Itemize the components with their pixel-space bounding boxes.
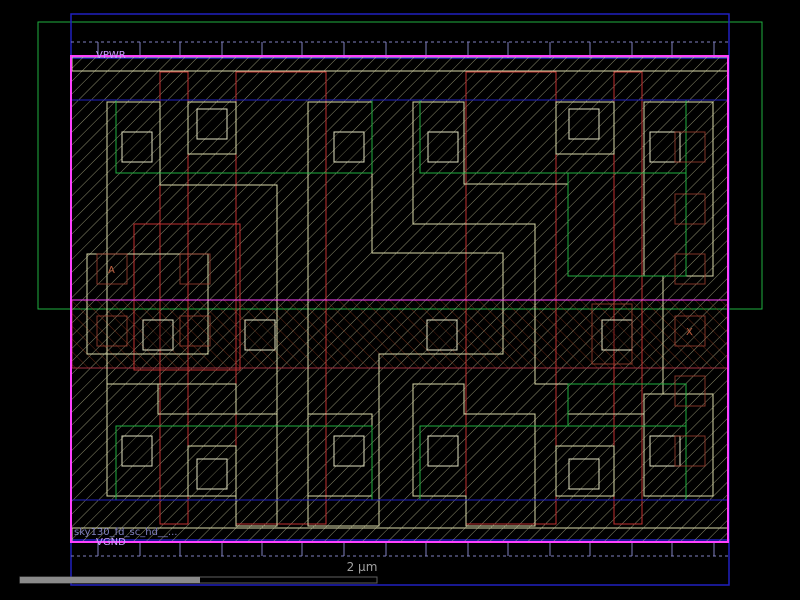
cell-boundary bbox=[70, 55, 729, 543]
pin-a-label: A bbox=[108, 265, 115, 276]
vgnd-label: VGND bbox=[96, 537, 126, 548]
pin-x-label: X bbox=[686, 327, 693, 338]
poly-gates bbox=[133, 71, 643, 525]
pin-boxes bbox=[96, 131, 706, 467]
scale-bar bbox=[20, 577, 200, 583]
vpwr-label: VPWR bbox=[96, 50, 126, 61]
poly-band bbox=[72, 300, 728, 368]
contacts bbox=[121, 108, 681, 490]
scale-bar-label: 2 µm bbox=[347, 560, 378, 574]
blue-metal-guides bbox=[71, 99, 729, 501]
rail-segments bbox=[71, 41, 729, 557]
cell-name-label: sky130_fd_sc_hd__... bbox=[74, 527, 177, 538]
